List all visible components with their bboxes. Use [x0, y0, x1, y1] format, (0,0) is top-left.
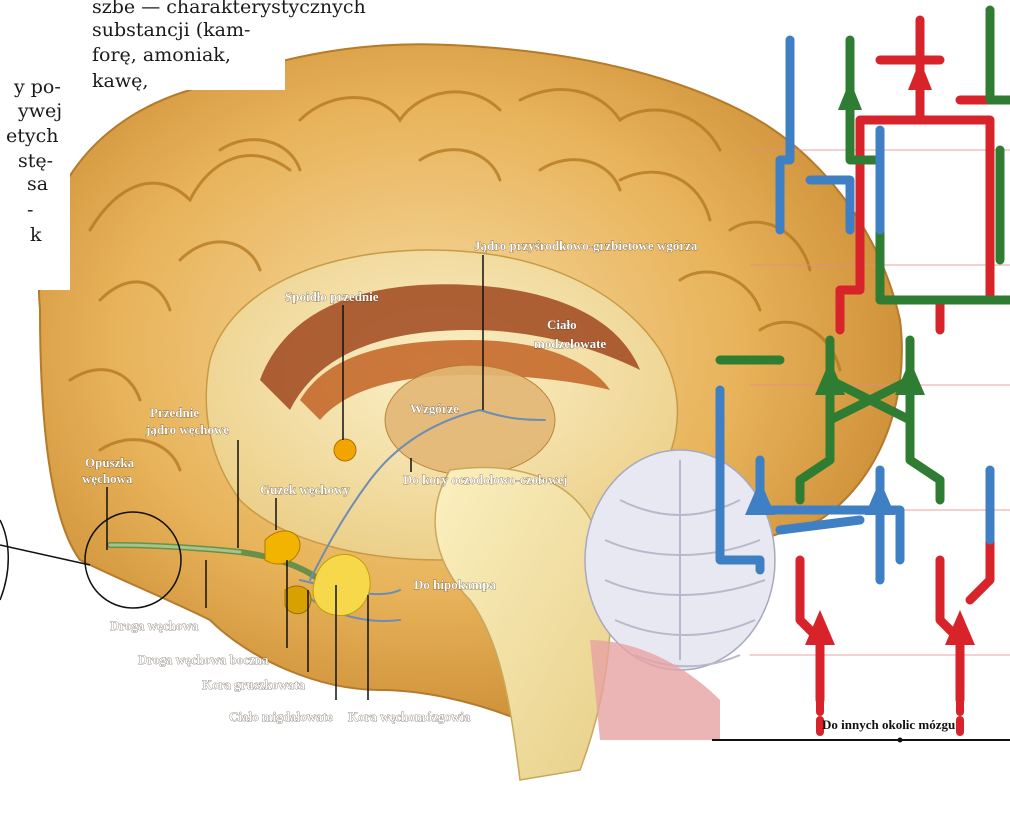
svg-text:stę-: stę- [18, 150, 53, 172]
label-anterior-olfactory-2: jądro węchowe [145, 422, 229, 437]
label-lateral-olfactory-tract: Droga węchowa boczna [138, 652, 269, 667]
svg-text:y po-: y po- [13, 76, 61, 98]
svg-text:kawę,: kawę, [92, 70, 148, 92]
svg-text:etych: etych [6, 125, 59, 147]
svg-text:forę, amoniak,: forę, amoniak, [92, 44, 231, 66]
label-thalamus-nucleus: Jądro przyśrodkowo-grzbietowe wgórza [474, 238, 698, 253]
label-corpus-callosum-2: modzelowate [534, 336, 606, 351]
label-anterior-commissure: Spoidło przednie [285, 289, 379, 304]
label-olfactory-tubercle: Guzek węchowy [260, 482, 350, 497]
label-entorhinal-cortex: Kora węchomózgowia [348, 709, 471, 724]
svg-text:sa: sa [27, 173, 48, 195]
label-corpus-callosum-1: Ciało [547, 317, 577, 332]
label-thalamus: Wzgórze [410, 401, 459, 416]
label-olfactory-bulb-1: Opuszka [85, 455, 135, 470]
label-to-hippocampus: Do hipokampa [414, 577, 496, 592]
svg-text:ywej: ywej [17, 100, 62, 122]
svg-text:substancji (kam-: substancji (kam- [92, 19, 250, 41]
label-amygdala: Ciało migdałowate [229, 709, 333, 724]
label-olfactory-tract: Droga węchowa [110, 618, 199, 633]
label-anterior-olfactory-1: Przednie [150, 405, 199, 420]
svg-text:-: - [27, 199, 33, 221]
anterior-commissure-dot [334, 439, 356, 461]
label-piriform-cortex: Kora gruszkowata [202, 677, 305, 692]
svg-text:k: k [30, 224, 42, 246]
label-to-orbitofrontal: Do kory oczodołowo-czołowej [403, 472, 568, 487]
label-olfactory-bulb-2: węchowa [82, 471, 133, 486]
svg-text:szbe — charakterystycznych: szbe — charakterystycznych [92, 0, 366, 18]
label-to-other-areas: Do innych okolic mózgu [822, 717, 955, 732]
